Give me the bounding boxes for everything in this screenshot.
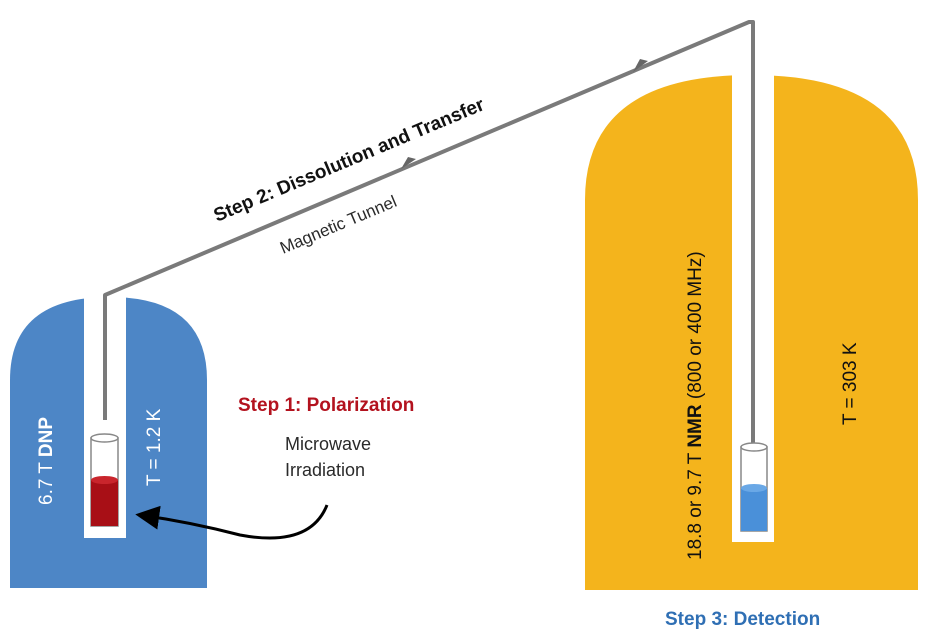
- arrowhead-icon: [633, 59, 648, 72]
- nmr-tube-rim: [740, 442, 768, 452]
- step3-title: Step 3: Detection: [665, 609, 820, 630]
- nmr-sample-surface: [741, 484, 767, 492]
- step2-title: Step 2: Dissolution and Transfer: [211, 94, 488, 227]
- step1-title: Step 1: Polarization: [238, 395, 414, 416]
- transfer-tube: [103, 20, 755, 452]
- nmr-temperature-label: T = 303 K: [840, 342, 861, 425]
- nmr-field-label: 18.8 or 9.7 T NMR (800 or 400 MHz): [685, 251, 706, 560]
- arrowhead-icon: [401, 157, 416, 169]
- dnp-temperature-label: T = 1.2 K: [144, 408, 165, 486]
- tunnel-label: Magnetic Tunnel: [277, 192, 399, 258]
- dnp-sample-tube: [90, 433, 119, 527]
- microwave-label-line2: Irradiation: [285, 460, 365, 480]
- dnp-sample-liquid: [91, 480, 118, 526]
- curved-arrow-icon: [135, 504, 329, 540]
- dnp-field-label: 6.7 T DNP: [36, 417, 57, 505]
- dnp-sample-surface: [91, 476, 118, 484]
- nmr-sample-tube: [740, 442, 768, 532]
- dnp-tube-rim: [90, 433, 119, 443]
- microwave-label-line1: Microwave: [285, 434, 371, 454]
- nmr-sample-liquid: [741, 488, 767, 531]
